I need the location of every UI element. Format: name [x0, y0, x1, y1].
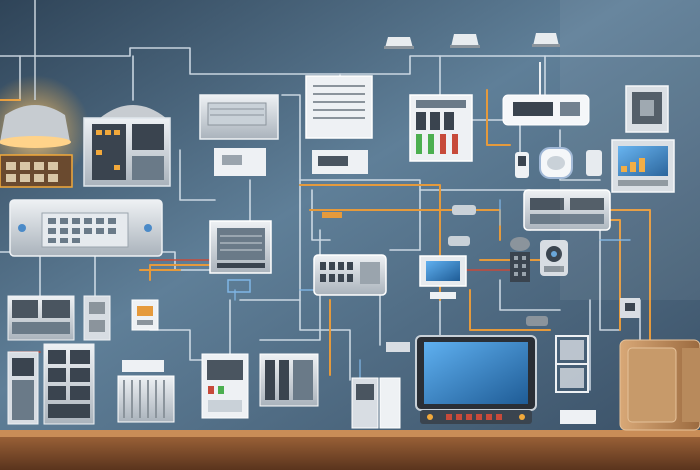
ceiling-spotlights — [384, 33, 560, 49]
sensor-icon — [322, 205, 476, 246]
floor — [0, 436, 700, 470]
phone-icon — [510, 237, 530, 282]
router-icon — [502, 62, 590, 126]
control-panel-icon — [201, 353, 249, 419]
server-unit — [351, 377, 401, 429]
heater-icon — [117, 360, 175, 423]
light-haze — [560, 0, 700, 300]
spotlight-icon — [450, 34, 480, 48]
switch-panel — [83, 295, 111, 341]
sensor-icon — [560, 410, 596, 424]
sensor-icon — [515, 152, 529, 178]
spotlight-icon — [532, 33, 560, 47]
sensor-icon — [586, 150, 602, 176]
ventilation-unit — [305, 75, 373, 174]
camera-icon — [540, 240, 568, 276]
cabinet — [619, 339, 700, 431]
spotlight-icon — [384, 37, 414, 49]
air-conditioner-icon — [199, 94, 279, 176]
thermostat-icon — [625, 85, 669, 133]
server-unit — [43, 343, 95, 425]
window-panel — [555, 335, 589, 393]
smart-speaker-icon — [539, 147, 573, 179]
monitor-icon — [419, 255, 467, 299]
server-unit — [7, 351, 39, 425]
baseboard — [0, 430, 700, 437]
control-panel-icon — [259, 353, 319, 407]
server-unit — [523, 189, 611, 231]
control-panel-icon — [313, 254, 387, 296]
control-panel-icon — [409, 94, 473, 162]
sensor-icon — [386, 298, 640, 352]
tv-icon — [415, 335, 537, 424]
display-panel-icon — [611, 139, 675, 193]
server-unit — [83, 105, 171, 187]
control-panel-icon — [209, 220, 272, 274]
thermostat-icon — [131, 299, 159, 331]
control-panel-icon — [9, 199, 163, 257]
junction-box — [227, 279, 251, 293]
control-panel-icon — [0, 154, 73, 188]
control-panel-icon — [7, 295, 75, 341]
